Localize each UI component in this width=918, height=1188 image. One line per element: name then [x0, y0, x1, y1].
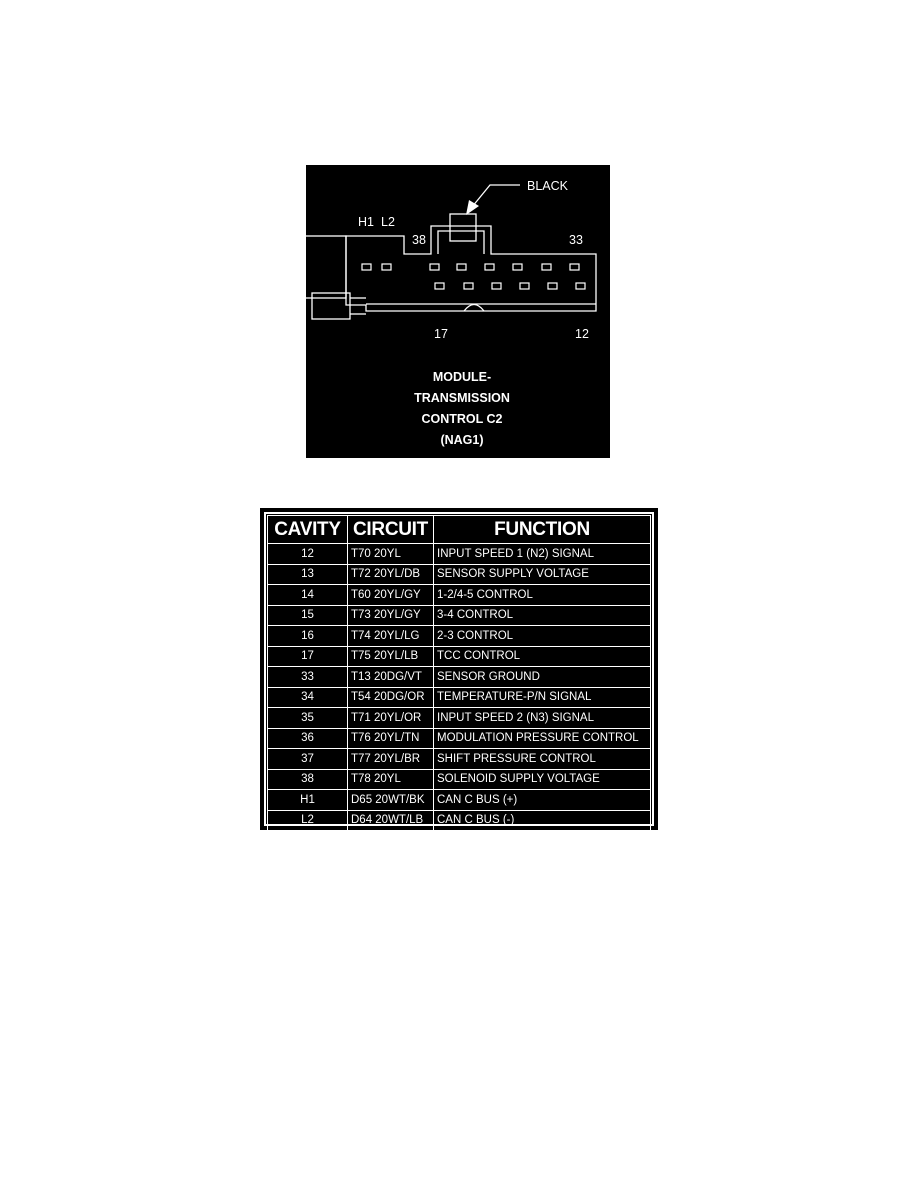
cavity-cell: 15	[267, 604, 348, 626]
table-header-row: CAVITY CIRCUIT FUNCTION	[267, 515, 651, 544]
pin-label-h1: H1	[358, 215, 374, 229]
function-cell: INPUT SPEED 2 (N3) SIGNAL	[433, 707, 651, 729]
function-cell: SENSOR GROUND	[433, 666, 651, 688]
pin-label-38: 38	[412, 233, 426, 247]
locking-tab	[449, 213, 477, 242]
connector-title-line-4: (NAG1)	[440, 433, 483, 447]
circuit-cell: T72 20YL/DB	[347, 563, 434, 585]
circuit-cell: T73 20YL/GY	[347, 604, 434, 626]
function-cell: TCC CONTROL	[433, 645, 651, 667]
circuit-cell: T78 20YL	[347, 768, 434, 790]
cavity-cell: 38	[267, 768, 348, 790]
cavity-cell: 17	[267, 645, 348, 667]
circuit-cell: T74 20YL/LG	[347, 625, 434, 647]
pin-label-17: 17	[434, 327, 448, 341]
cavity-cell: 37	[267, 748, 348, 770]
keying-frame	[437, 230, 485, 254]
circuit-cell: T13 20DG/VT	[347, 666, 434, 688]
connector-drawing: BLACK H1 L2 38 33 17 12 MODULE- TRANSMIS…	[306, 179, 597, 447]
circuit-cell: T77 20YL/BR	[347, 748, 434, 770]
function-cell: TEMPERATURE-P/N SIGNAL	[433, 686, 651, 708]
harness-block	[306, 235, 347, 299]
leader-arrowhead	[466, 200, 479, 215]
cavity-cell: 16	[267, 625, 348, 647]
pin-label-33: 33	[569, 233, 583, 247]
header-cavity: CAVITY	[267, 515, 348, 544]
circuit-cell: T75 20YL/LB	[347, 645, 434, 667]
function-cell: CAN C BUS (+)	[433, 789, 651, 811]
function-cell: 2-3 CONTROL	[433, 625, 651, 647]
cavity-cell: H1	[267, 789, 348, 811]
color-label: BLACK	[527, 179, 569, 193]
connector-title-line-2: TRANSMISSION	[414, 391, 510, 405]
circuit-cell: T70 20YL	[347, 543, 434, 565]
header-circuit: CIRCUIT	[347, 515, 434, 544]
circuit-cell: D65 20WT/BK	[347, 789, 434, 811]
cavity-cell: 13	[267, 563, 348, 585]
circuit-cell: T60 20YL/GY	[347, 584, 434, 606]
header-function: FUNCTION	[433, 515, 651, 544]
cavity-row-top	[361, 263, 580, 271]
function-cell: 1-2/4-5 CONTROL	[433, 584, 651, 606]
function-cell: INPUT SPEED 1 (N2) SIGNAL	[433, 543, 651, 565]
leader-line	[471, 184, 520, 208]
function-cell: SOLENOID SUPPLY VOLTAGE	[433, 768, 651, 790]
circuit-cell: T71 20YL/OR	[347, 707, 434, 729]
cavity-cell: L2	[267, 809, 348, 831]
lever	[311, 292, 351, 320]
connector-body	[345, 225, 597, 312]
latch-bump	[463, 303, 485, 312]
function-cell: MODULATION PRESSURE CONTROL	[433, 727, 651, 749]
cavity-cell: 12	[267, 543, 348, 565]
cavity-cell: 33	[267, 666, 348, 688]
connector-title-line-1: MODULE-	[433, 370, 491, 384]
function-cell: SENSOR SUPPLY VOLTAGE	[433, 563, 651, 585]
function-cell: CAN C BUS (-)	[433, 809, 651, 831]
circuit-cell: D64 20WT/LB	[347, 809, 434, 831]
cavity-cell: 35	[267, 707, 348, 729]
function-cell: 3-4 CONTROL	[433, 604, 651, 626]
circuit-cell: T76 20YL/TN	[347, 727, 434, 749]
pin-label-l2: L2	[381, 215, 395, 229]
cavity-cell: 36	[267, 727, 348, 749]
cavity-cell: 34	[267, 686, 348, 708]
pin-label-12: 12	[575, 327, 589, 341]
connector-diagram: BLACK H1 L2 38 33 17 12 MODULE- TRANSMIS…	[306, 165, 610, 458]
connector-title-line-3: CONTROL C2	[421, 412, 502, 426]
circuit-cell: T54 20DG/OR	[347, 686, 434, 708]
function-cell: SHIFT PRESSURE CONTROL	[433, 748, 651, 770]
cavity-cell: 14	[267, 584, 348, 606]
cavity-row-bottom	[434, 282, 586, 290]
